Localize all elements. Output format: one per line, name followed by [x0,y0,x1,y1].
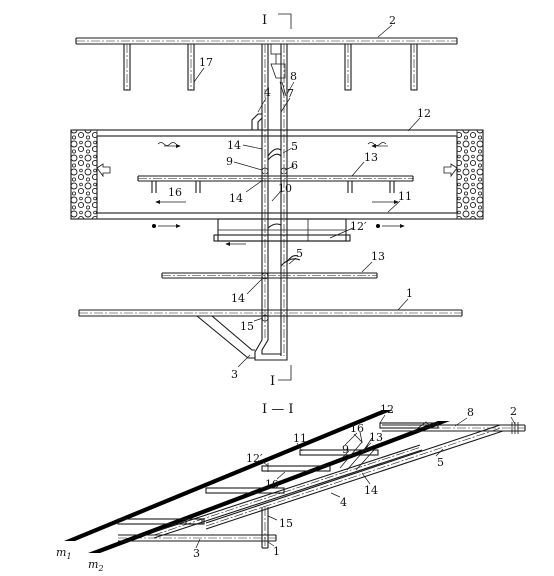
roadway-1 [78,309,463,359]
seam-label-m1-sub: 1 [66,552,71,561]
section-label-11: 11 [293,432,307,445]
section-level-crosscuts [117,422,439,525]
section-drift-4 [153,444,423,539]
label-8: 8 [290,70,297,83]
section-mark-bottom: I [270,374,275,389]
label-10: 10 [278,182,292,195]
roadway-13-lower [161,255,378,280]
label-2: 2 [389,14,396,27]
section-shaft-1 [261,507,269,549]
plan-view: I [70,13,484,389]
seam-label-m1: m1 [56,546,72,561]
label-16: 16 [168,186,182,199]
seam-label-m2: m2 [88,558,104,573]
label-12-prime: 12′ [350,220,367,233]
label-11: 11 [398,190,412,203]
label-12: 12 [417,107,431,120]
label-15: 15 [240,320,254,333]
section-label-1: 1 [273,545,280,558]
section-label-3: 3 [193,547,200,560]
plan-labels: 2 17 8 7 4 12 14 5 9 6 13 16 14 10 11 12… [168,14,431,381]
label-13-lower: 13 [371,250,385,263]
label-9: 9 [226,155,233,168]
section-label-15: 15 [279,517,293,530]
flow-markers-below-block [152,223,405,229]
section-label-13: 13 [369,431,383,444]
label-5-upper: 5 [291,140,298,153]
label-13-upper: 13 [364,151,378,164]
section-label-2: 2 [510,405,517,418]
label-17: 17 [199,56,213,69]
branch-roadways-17 [123,44,418,91]
rock-fill-left [71,130,97,219]
section-label-12: 12 [380,403,394,416]
label-1: 1 [406,287,413,300]
seam-label-m2-main: m [88,558,98,571]
water-symbol-left [157,142,177,146]
vertical-drifts [251,43,288,361]
fill-arrow-left [96,163,111,178]
label-14-mid: 14 [229,192,243,205]
section-raises-14 [339,421,433,471]
section-label-10: 10 [265,478,279,491]
ore-seam-m1 [64,410,393,541]
label-5-lower: 5 [296,247,303,260]
roadway-2 [75,37,458,45]
section-mark-bottom-bracket [278,365,292,381]
water-symbol-right [367,142,387,146]
label-3: 3 [231,368,238,381]
section-title: I — I [262,402,294,417]
section-roadway-3 [118,534,277,542]
section-drift-5 [205,424,504,530]
section-label-5: 5 [437,456,444,469]
section-leader-lines [195,414,516,549]
lower-block-12-prime [213,218,351,247]
section-mark-top-bracket [278,13,292,29]
stope-block-12 [70,129,484,220]
section-view: I — I [56,402,526,573]
section-mark-top: I [262,13,267,28]
section-label-8: 8 [467,406,474,419]
section-label-9: 9 [342,443,349,456]
label-4: 4 [264,86,271,99]
label-7: 7 [287,87,294,100]
section-label-4: 4 [340,496,347,509]
section-label-12-prime: 12′ [246,452,263,465]
label-14-lower: 14 [231,292,245,305]
plan-leader-lines [193,24,421,368]
seam-label-m2-sub: 2 [97,564,103,573]
fill-arrow-right [443,163,458,178]
rock-fill-right [457,130,483,219]
section-label-14: 14 [364,484,378,497]
section-labels: 12 8 2 16 11 13 9 12′ 10 5 14 4 15 3 1 m… [56,403,517,573]
ore-seam-m2 [88,421,450,553]
label-6: 6 [291,159,298,172]
section-label-16: 16 [350,422,364,435]
label-14-upper: 14 [227,139,241,152]
seam-label-m1-main: m [56,546,66,559]
